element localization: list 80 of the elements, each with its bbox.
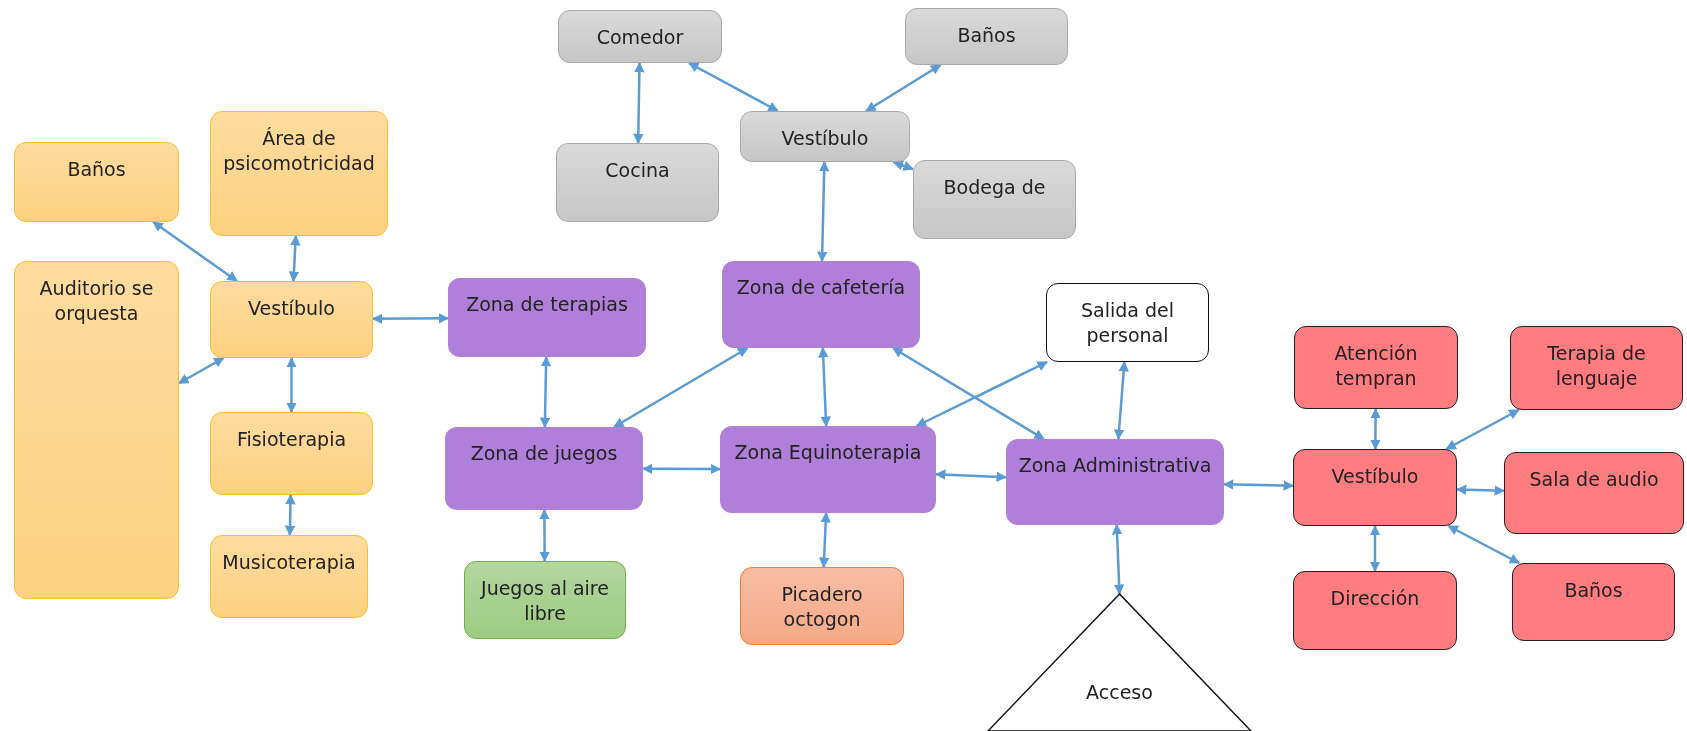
box-label: Fisioterapia xyxy=(236,427,347,452)
rounded-box xyxy=(1046,283,1209,362)
box-label: Auditorio se orquesta xyxy=(38,276,155,326)
rounded-box xyxy=(558,10,722,63)
rounded-box xyxy=(722,261,920,348)
double-arrow xyxy=(818,346,831,428)
rounded-box xyxy=(210,111,388,236)
double-arrow xyxy=(1370,407,1381,451)
box-label: Acceso xyxy=(1086,680,1153,705)
double-arrow xyxy=(1369,524,1381,573)
box-label: Atención tempran xyxy=(1333,341,1419,391)
double-arrow xyxy=(539,355,552,429)
box-label: Dirección xyxy=(1330,586,1420,611)
rounded-box xyxy=(1293,449,1457,526)
rounded-box xyxy=(448,278,646,357)
double-arrow xyxy=(371,313,450,325)
rounded-box xyxy=(464,561,626,639)
rounded-box xyxy=(210,535,368,618)
box-label: Musicoterapia xyxy=(222,550,356,575)
rounded-box xyxy=(210,412,373,495)
box-label: Bodega de xyxy=(943,175,1046,200)
rounded-box xyxy=(1293,571,1457,650)
box-label: Vestíbulo xyxy=(248,296,335,321)
double-arrow xyxy=(892,346,1045,441)
double-arrow xyxy=(641,463,722,475)
rounded-box xyxy=(1510,326,1683,410)
double-arrow xyxy=(817,160,830,263)
double-arrow xyxy=(1455,484,1506,496)
double-arrow xyxy=(1111,523,1125,596)
double-arrow xyxy=(1222,479,1295,491)
double-arrow xyxy=(892,160,914,171)
box-label: Terapia de lenguaje xyxy=(1546,341,1647,391)
rounded-box xyxy=(740,111,910,162)
box-label: Zona Administrativa xyxy=(1018,453,1212,478)
double-arrow xyxy=(539,508,550,563)
double-arrow xyxy=(286,356,297,414)
double-arrow xyxy=(1113,360,1129,441)
double-arrow xyxy=(288,234,301,283)
box-label: Área de psicomotricidad xyxy=(222,126,376,176)
double-arrow xyxy=(284,493,296,537)
rounded-box xyxy=(1294,326,1458,409)
double-arrow xyxy=(1447,524,1520,565)
box-label: Zona de juegos xyxy=(470,441,618,466)
box-label: Salida del personal xyxy=(1079,298,1175,348)
rounded-box xyxy=(210,281,373,358)
box-label: Vestíbulo xyxy=(1331,464,1419,489)
rounded-box xyxy=(1512,563,1675,641)
box-label: Zona Equinoterapia xyxy=(734,440,922,465)
rounded-box xyxy=(1006,439,1224,525)
box-label: Zona de terapias xyxy=(466,292,628,317)
box-label: Baños xyxy=(1564,578,1623,603)
triangle-node xyxy=(988,594,1251,731)
box-label: Comedor xyxy=(596,25,684,50)
double-arrow xyxy=(633,61,645,145)
double-arrow xyxy=(818,511,831,569)
rounded-box xyxy=(905,8,1068,65)
box-label: Cocina xyxy=(605,158,670,183)
rounded-box xyxy=(14,142,179,222)
rounded-box xyxy=(740,567,904,645)
box-label: Baños xyxy=(67,157,126,182)
double-arrow xyxy=(152,220,238,283)
box-label: Zona de cafetería xyxy=(736,275,906,300)
double-arrow xyxy=(915,360,1048,428)
rounded-box xyxy=(720,426,936,513)
box-label: Sala de audio xyxy=(1529,467,1659,492)
box-label: Juegos al aire libre xyxy=(479,576,610,626)
double-arrow xyxy=(1445,408,1520,451)
double-arrow xyxy=(613,346,749,429)
rounded-box xyxy=(14,261,179,599)
rounded-box xyxy=(913,160,1076,239)
double-arrow xyxy=(934,469,1008,483)
rounded-box xyxy=(445,427,643,510)
box-label: Vestíbulo xyxy=(781,126,869,151)
double-arrow xyxy=(865,63,942,113)
rounded-box xyxy=(556,143,719,222)
rounded-box xyxy=(1504,452,1684,534)
double-arrow xyxy=(178,356,225,385)
box-label: Baños xyxy=(957,23,1016,48)
double-arrow xyxy=(688,61,779,113)
box-label: Picadero octogon xyxy=(780,582,864,632)
